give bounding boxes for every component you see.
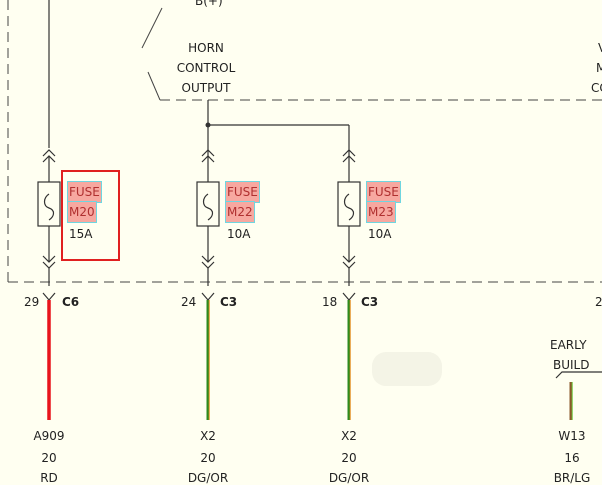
b-plus-label: B(+) [195, 0, 223, 8]
connector-2-pin: 24 [181, 295, 197, 309]
early-build-line-2: BUILD [553, 358, 590, 372]
fuse-m23-word: FUSE [366, 181, 401, 203]
fuse-m22-symbol [196, 148, 220, 286]
horn-output-line-3: OUTPUT [181, 81, 231, 95]
connector-pins [42, 292, 356, 301]
fuse-m22-rating: 10A [227, 227, 251, 241]
connector-2-name: C3 [220, 295, 238, 309]
fuse-m23-id: M23 [366, 201, 396, 223]
right-edge-line-1: V [598, 41, 602, 55]
wire-2-gauge: 20 [200, 451, 216, 465]
fuse-m20-symbol [37, 149, 61, 286]
horn-output-block [141, 7, 602, 101]
wire-2-circuit: X2 [200, 429, 216, 443]
right-edge-line-3: CC [591, 81, 602, 95]
wire-2-color: DG/OR [187, 471, 229, 485]
wire-3-circuit: X2 [341, 429, 357, 443]
wire-1-gauge: 20 [41, 451, 57, 465]
connector-1-pin: 29 [24, 295, 40, 309]
fuse-m23-symbol [337, 148, 361, 286]
connector-3-name: C3 [361, 295, 379, 309]
wire-4-color: BR/LG [553, 471, 591, 485]
wire-4-circuit: W13 [558, 429, 586, 443]
horn-output-line-1: HORN [188, 41, 224, 55]
fuse-m22-id: M22 [225, 201, 255, 223]
wire-group [47, 300, 573, 420]
fuse-m20-word: FUSE [67, 181, 102, 203]
early-build-bracket [555, 371, 602, 379]
highlight-box [61, 170, 120, 261]
wire-3-color: DG/OR [328, 471, 370, 485]
early-build-line-1: EARLY [550, 338, 587, 352]
fuse-m20-rating: 15A [69, 227, 93, 241]
wire-1-color: RD [40, 471, 58, 485]
connector-1-name: C6 [62, 295, 80, 309]
wire-1-circuit: A909 [33, 429, 65, 443]
wire-4-gauge: 16 [564, 451, 580, 465]
right-edge-line-2: M [596, 61, 602, 75]
wire-3-gauge: 20 [341, 451, 357, 465]
fuse-m22-word: FUSE [225, 181, 260, 203]
connector-4-pin: 2 [595, 295, 602, 309]
module-boundary [7, 0, 602, 283]
connector-3-pin: 18 [322, 295, 338, 309]
smudge [372, 352, 442, 386]
horn-output-line-2: CONTROL [176, 61, 236, 75]
fuse-m20-id: M20 [67, 201, 97, 223]
fuse-m23-rating: 10A [368, 227, 392, 241]
horn-output-bus [207, 100, 350, 148]
splice-dot [205, 122, 211, 128]
